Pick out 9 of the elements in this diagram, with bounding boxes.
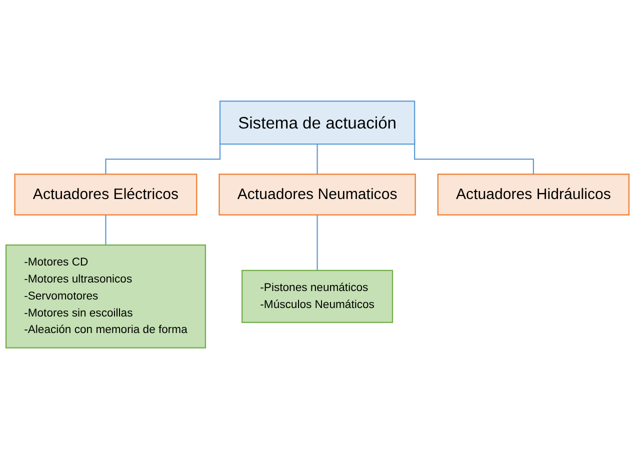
node-box: -Motores CD -Motores ultrasonicos -Servomotores -Motores sin escoillas -Aleación con memoria de forma xyxy=(5,244,206,348)
connector xyxy=(316,214,318,271)
node-box: Actuadores Eléctricos xyxy=(14,174,198,216)
node-box: Actuadores Hidráulicos xyxy=(437,174,630,216)
connector xyxy=(105,214,106,246)
connector xyxy=(316,144,318,175)
node-box: Sistema de actuación xyxy=(219,100,416,145)
node-box: -Pistones neumáticos -Músculos Neumáticos xyxy=(242,270,394,323)
node-box: Actuadores Neumaticos xyxy=(218,174,416,216)
